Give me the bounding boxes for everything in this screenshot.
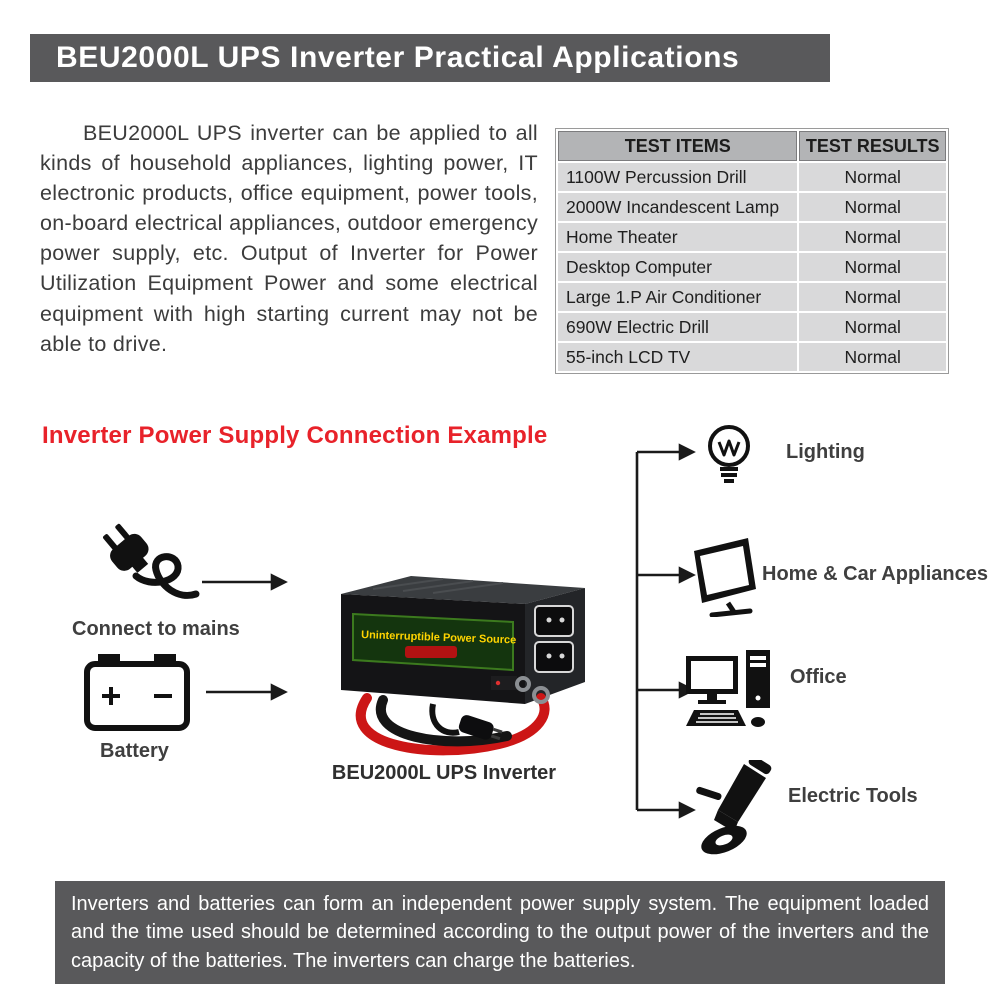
battery-icon — [84, 654, 190, 731]
tv-monitor-icon — [694, 538, 756, 617]
connect-to-mains-label: Connect to mains — [72, 618, 240, 640]
cell-result: Normal — [799, 343, 946, 371]
desktop-computer-icon — [686, 650, 770, 727]
cell-item: 690W Electric Drill — [558, 313, 798, 341]
title-banner: BEU2000L UPS Inverter Practical Applicat… — [30, 34, 830, 82]
cell-item: Large 1.P Air Conditioner — [558, 283, 798, 311]
intro-paragraph: BEU2000L UPS inverter can be applied to … — [40, 121, 538, 356]
cell-result: Normal — [799, 283, 946, 311]
inverter-panel-text: Uninterruptible Power Source — [361, 629, 517, 646]
cell-result: Normal — [799, 193, 946, 221]
cell-item: 55-inch LCD TV — [558, 343, 798, 371]
mains-plug-icon — [103, 523, 200, 599]
cell-item: Home Theater — [558, 223, 798, 251]
electric-tools-label: Electric Tools — [788, 785, 918, 807]
cell-item: Desktop Computer — [558, 253, 798, 281]
inverter-product-image: Uninterruptible Power Source — [341, 576, 585, 756]
table-header-test-results: TEST RESULTS — [799, 131, 946, 161]
cell-result: Normal — [799, 163, 946, 191]
test-results-table: TEST ITEMS TEST RESULTS 1100W Percussion… — [555, 128, 949, 374]
cell-result: Normal — [799, 253, 946, 281]
cell-item: 2000W Incandescent Lamp — [558, 193, 798, 221]
home-car-appliances-label: Home & Car Appliances — [762, 563, 988, 585]
connection-diagram: Connect to mains Battery Uninterruptible… — [0, 410, 1000, 880]
inverter-caption: BEU2000L UPS Inverter — [331, 762, 557, 784]
cell-item: 1100W Percussion Drill — [558, 163, 798, 191]
cell-result: Normal — [799, 223, 946, 251]
section-heading: Inverter Power Supply Connection Example — [42, 422, 548, 449]
lighting-label: Lighting — [786, 441, 865, 463]
office-label: Office — [790, 666, 847, 688]
table-header-test-items: TEST ITEMS — [558, 131, 798, 161]
angle-grinder-icon — [696, 760, 772, 855]
cell-result: Normal — [799, 313, 946, 341]
footer-note: Inverters and batteries can form an inde… — [55, 881, 945, 985]
battery-label: Battery — [100, 740, 169, 762]
light-bulb-icon — [708, 425, 750, 483]
page-title: BEU2000L UPS Inverter Practical Applicat… — [56, 41, 740, 74]
connector-arrows — [202, 443, 696, 819]
